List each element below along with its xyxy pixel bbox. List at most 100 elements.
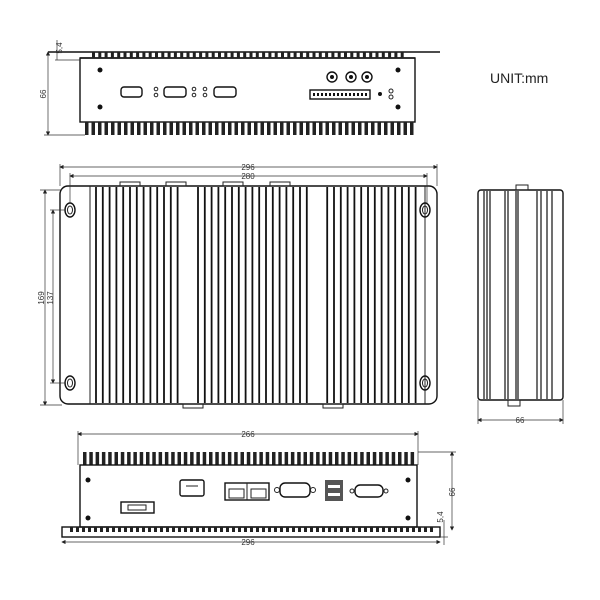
fin <box>183 452 188 465</box>
fin <box>318 52 322 58</box>
fin <box>338 122 342 135</box>
fin <box>130 527 133 532</box>
fin <box>346 527 349 532</box>
fin <box>112 527 115 532</box>
fin <box>246 452 251 465</box>
fin <box>322 452 326 465</box>
fin <box>142 527 145 532</box>
fin <box>88 527 91 532</box>
fin <box>184 527 187 532</box>
fin <box>196 452 200 465</box>
dim-overall-width: 296 <box>241 163 255 172</box>
fin <box>95 452 100 465</box>
fin <box>160 527 163 532</box>
fin <box>190 452 194 465</box>
fin <box>430 527 433 532</box>
fin <box>133 452 137 465</box>
fin <box>400 527 403 532</box>
fin <box>172 527 175 532</box>
fin <box>352 527 355 532</box>
fin <box>124 122 128 135</box>
fin <box>148 52 152 58</box>
fin <box>345 122 349 135</box>
fin <box>209 452 213 465</box>
heatsink-fins-bottom <box>70 527 433 532</box>
fin <box>118 527 121 532</box>
fin <box>312 52 316 58</box>
fin <box>104 122 108 135</box>
fin <box>358 527 361 532</box>
fin <box>76 527 79 532</box>
fin <box>262 527 265 532</box>
fin <box>202 527 205 532</box>
fin <box>304 527 307 532</box>
fin <box>337 52 341 58</box>
fin <box>371 122 375 135</box>
fin <box>325 52 329 58</box>
fin <box>106 527 109 532</box>
fin <box>234 452 238 465</box>
fin <box>287 52 291 58</box>
fin <box>356 52 360 58</box>
fin <box>410 452 415 465</box>
side-view: 66 <box>477 184 564 425</box>
fin <box>146 452 150 465</box>
fin <box>358 122 362 135</box>
fin <box>412 527 415 532</box>
fin <box>143 122 147 135</box>
fin <box>331 52 335 58</box>
fin <box>290 452 295 465</box>
fin <box>124 527 127 532</box>
fin <box>328 527 331 532</box>
gpio-connector <box>309 89 371 100</box>
fin <box>218 52 221 58</box>
fin <box>70 527 73 532</box>
fin <box>127 452 131 465</box>
fin <box>241 122 245 135</box>
dim-hole-spacing-y: 137 <box>46 291 55 305</box>
serial-port <box>120 86 143 98</box>
fin <box>226 527 229 532</box>
power-connector <box>120 501 155 514</box>
fin <box>83 452 87 465</box>
fin <box>273 122 277 135</box>
fin <box>152 452 156 465</box>
top-view: 296 280 169 137 <box>37 163 438 409</box>
fin <box>137 122 141 135</box>
dim-overall-depth: 169 <box>37 291 46 305</box>
fin <box>299 122 303 135</box>
fin <box>136 52 140 58</box>
fin <box>240 452 244 465</box>
fin <box>136 527 139 532</box>
fin <box>303 452 307 465</box>
fin <box>150 122 154 135</box>
fin <box>376 527 379 532</box>
fin <box>250 527 253 532</box>
dim-front-overall-width: 296 <box>241 538 255 547</box>
fin <box>94 527 97 532</box>
fin <box>108 452 112 465</box>
fin <box>328 452 333 465</box>
fin <box>281 52 284 58</box>
fin <box>382 527 385 532</box>
fin <box>297 452 301 465</box>
fin <box>362 52 366 58</box>
fin <box>169 122 173 135</box>
fin <box>221 452 226 465</box>
fin <box>400 52 404 58</box>
fin <box>262 52 266 58</box>
fin <box>268 52 272 58</box>
dim-hole-spacing-x: 280 <box>241 172 255 181</box>
fin <box>85 122 89 135</box>
fin <box>406 527 409 532</box>
fin <box>130 122 134 135</box>
fin <box>234 122 238 135</box>
fin <box>335 452 339 465</box>
fin <box>163 122 167 135</box>
fin <box>211 52 215 58</box>
antenna-ports <box>326 71 373 83</box>
dim-front-height: 66 <box>448 487 457 496</box>
fin <box>123 52 127 58</box>
com-port <box>279 482 311 498</box>
fin <box>214 527 217 532</box>
